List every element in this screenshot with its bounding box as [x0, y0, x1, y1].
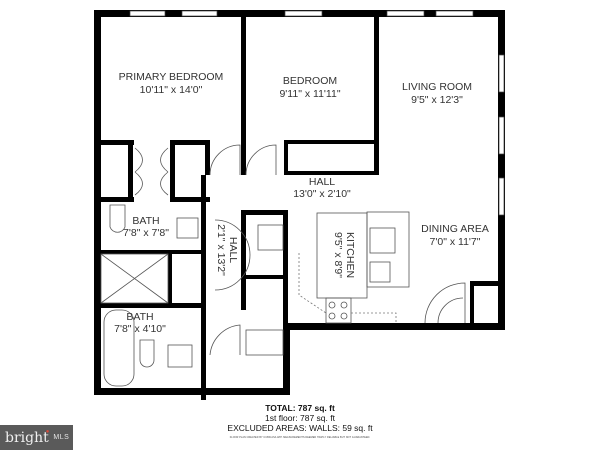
total-area: TOTAL: 787 sq. ft [265, 403, 335, 413]
logo-accent-dot: ● [45, 428, 50, 435]
bath-2-dims: 7'8" x 4'10" [114, 323, 166, 335]
hall-dims: 13'0" x 2'10" [293, 188, 351, 200]
logo-brand: bright [5, 429, 49, 446]
primary-bedroom-dims: 10'11" x 14'0" [140, 84, 203, 96]
dining-area-dims: 7'0" x 11'7" [430, 236, 481, 248]
room-labels: PRIMARY BEDROOM 10'11" x 14'0" BEDROOM 9… [114, 71, 489, 335]
hall-label: HALL [309, 176, 335, 188]
first-floor-area: 1st floor: 787 sq. ft [265, 413, 335, 423]
logo-suffix: MLS [53, 434, 70, 441]
excluded-area: EXCLUDED AREAS: WALLS: 59 sq. ft [227, 423, 373, 433]
kitchen-label: KITCHEN [344, 232, 356, 278]
bedroom-dims: 9'11" x 11'11" [279, 88, 340, 100]
primary-bedroom-label: PRIMARY BEDROOM [119, 71, 224, 83]
fixtures [100, 144, 466, 387]
bedroom-label: BEDROOM [283, 75, 337, 87]
disclaimer: FLOOR PLAN CREATED BY CUBICASA APP. MEAS… [229, 436, 371, 439]
living-room-dims: 9'5" x 12'3" [411, 94, 463, 106]
small-hall-label: HALL [227, 237, 239, 263]
bright-mls-logo: bright ● MLS [0, 425, 73, 450]
walls [94, 10, 505, 400]
bath-2-label: BATH [126, 311, 153, 323]
bath-1-label: BATH [132, 215, 159, 227]
dining-area-label: DINING AREA [421, 223, 489, 235]
small-hall-dims: 2'1" x 13'2" [215, 224, 227, 276]
kitchen-dims: 9'5" x 8'9" [332, 232, 344, 278]
bath-1-dims: 7'8" x 7'8" [123, 227, 169, 239]
windows [129, 10, 505, 216]
living-room-label: LIVING ROOM [402, 81, 472, 93]
